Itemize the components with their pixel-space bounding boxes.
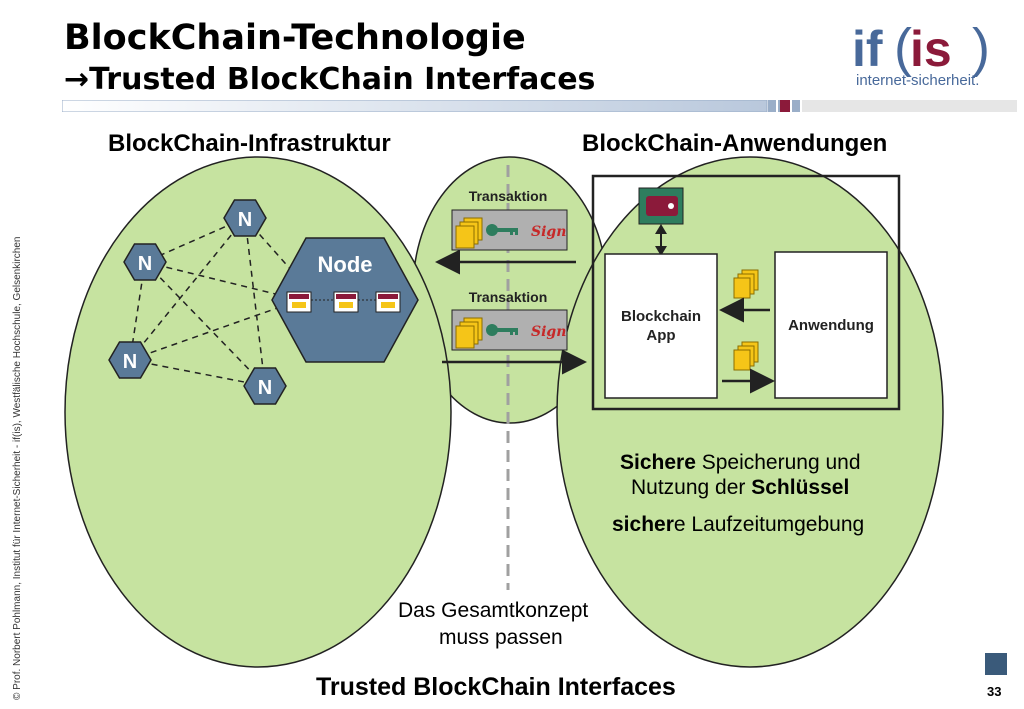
main-node: Node (271, 237, 419, 363)
runtime-line: sichere Laufzeitumgebung (612, 513, 864, 537)
key-bold: Schlüssel (751, 476, 850, 499)
slide-subtitle: →Trusted BlockChain Interfaces (64, 62, 595, 97)
secure-storage-line-1: Sichere Speicherung und (620, 451, 861, 475)
runtime-bold: sicher (612, 513, 674, 536)
peer-node-bottom-label: N (258, 377, 272, 399)
logo-mark-right: is (910, 21, 952, 77)
application-ellipse (556, 156, 944, 668)
secure-line2-pre: Nutzung der (631, 476, 752, 499)
transaction-label-top: Transaktion (469, 188, 548, 204)
logo-mark-left: if (852, 21, 883, 77)
page-marker (985, 653, 1007, 675)
logo-tagline: internet-sicherheit. (856, 72, 980, 89)
infrastructure-ellipse (64, 156, 452, 668)
concept-line-2: muss passen (439, 626, 563, 649)
block-icon-2 (333, 291, 359, 313)
peer-node-top-label: N (238, 209, 252, 231)
doc-stack-icon-bottom (733, 341, 759, 371)
ifis-logo: if ( is ) (852, 18, 990, 78)
peer-node-bottom: N (243, 367, 287, 405)
runtime-rest: e Laufzeitumgebung (673, 513, 865, 536)
blockchain-app-box (604, 253, 718, 399)
peer-node-left: N (123, 243, 167, 281)
sign-label-bottom: Sign (531, 324, 566, 340)
logo-paren-left: ( (894, 18, 912, 78)
page-number: 33 (987, 684, 1002, 699)
main-node-label: Node (318, 252, 373, 277)
header-divider-bar (62, 100, 1017, 112)
peer-node-bottom-left: N (108, 341, 152, 379)
peer-node-bottom-left-label: N (123, 351, 137, 373)
subtitle-text: Trusted BlockChain Interfaces (89, 62, 596, 97)
anwendung-label: Anwendung (788, 317, 874, 334)
blockchain-app-label-2: App (646, 327, 675, 344)
doc-stack-icon-top (733, 269, 759, 299)
key-icon (486, 224, 518, 236)
arrow-icon: → (64, 62, 90, 97)
secure-storage-line-2: Nutzung der Schlüssel (631, 476, 849, 500)
logo-paren-right: ) (972, 18, 990, 78)
applications-heading: BlockChain-Anwendungen (582, 130, 888, 157)
anwendung-box (774, 251, 888, 399)
peer-node-top: N (223, 199, 267, 237)
application-frame (591, 174, 901, 411)
secure-rest: Speicherung und (695, 451, 861, 474)
block-icon-3 (375, 291, 401, 313)
secure-bold: Sichere (620, 451, 696, 474)
sign-label-top: Sign (531, 224, 566, 240)
blockchain-app-label-1: Blockchain (621, 308, 701, 325)
transaction-card-top: Sign (451, 209, 568, 251)
wallet-icon (638, 187, 684, 225)
infrastructure-heading: BlockChain-Infrastruktur (108, 130, 391, 157)
slide-title: BlockChain-Technologie (64, 18, 526, 58)
block-icon-1 (286, 291, 312, 313)
concept-line-1: Das Gesamtkonzept (398, 599, 589, 622)
transaction-card-bottom: Sign (451, 309, 568, 351)
footer-title: Trusted BlockChain Interfaces (316, 673, 676, 701)
peer-node-left-label: N (138, 253, 152, 275)
key-icon (486, 324, 518, 336)
transaction-label-bottom: Transaktion (469, 289, 548, 305)
